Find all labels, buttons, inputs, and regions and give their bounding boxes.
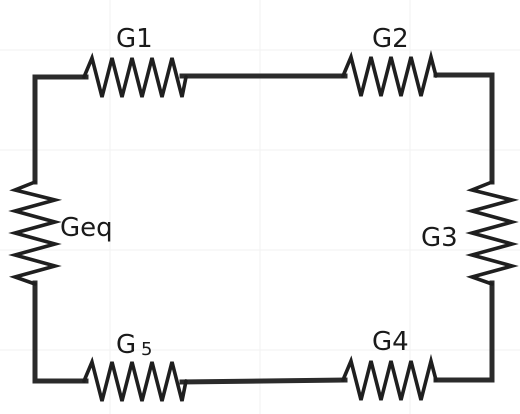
resistor-g2: [341, 49, 438, 97]
wire-bottom-middle: [179, 377, 348, 385]
wires: [32, 72, 495, 385]
label-g3: G3: [421, 223, 458, 253]
resistor-g4: [341, 353, 438, 401]
label-geq: Geq: [60, 213, 113, 243]
label-g5: G: [116, 330, 136, 360]
resistor-g3: [465, 180, 520, 286]
label-g1: G1: [116, 24, 153, 54]
resistor-g5: [82, 356, 188, 402]
wire-top-right: [433, 72, 495, 185]
wire-top-left: [32, 74, 89, 185]
resistor-geq: [8, 180, 63, 286]
labels: G1 G2 Geq G3 G 5 G4: [60, 24, 458, 360]
label-g2: G2: [372, 24, 409, 54]
wire-bottom-left: [32, 280, 89, 384]
label-g4: G4: [372, 327, 409, 357]
resistor-g1: [82, 52, 188, 98]
label-g5-subscript: 5: [141, 339, 152, 360]
wire-bottom-right: [433, 280, 495, 383]
resistors: [8, 49, 520, 402]
